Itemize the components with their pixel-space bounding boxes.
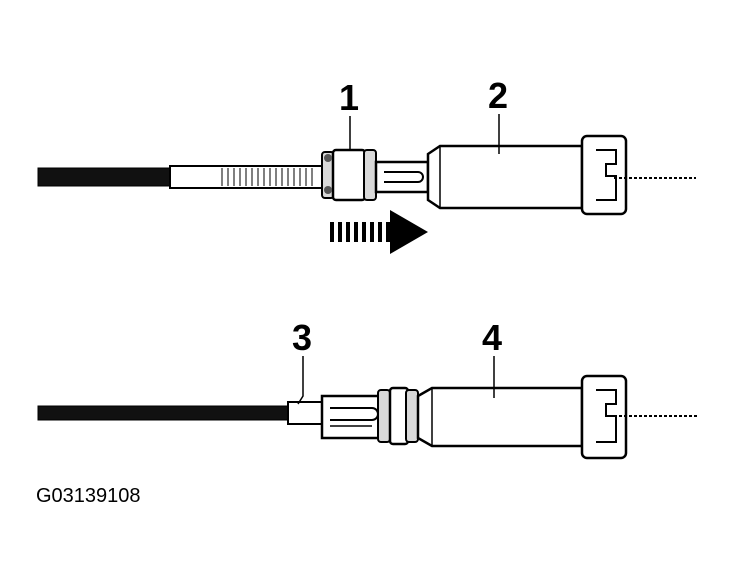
top-end-fitting (580, 134, 628, 216)
top-locking-clip (321, 148, 377, 202)
top-thread-marks (221, 168, 313, 186)
bottom-locking-rings (377, 386, 419, 446)
bottom-cable-sheath (37, 405, 291, 421)
callout-4: 4 (482, 317, 502, 358)
top-cable-assembly (37, 134, 696, 216)
bottom-cable-assembly (37, 374, 698, 460)
top-threaded-ferrule (169, 165, 327, 189)
leader-3 (297, 356, 304, 405)
bottom-slotted-sleeve (320, 394, 382, 440)
callout-1: 1 (339, 77, 359, 118)
dashed-right-arrow-icon (330, 210, 428, 254)
callout-3: 3 (292, 317, 312, 358)
bottom-ferrule (287, 401, 323, 425)
callout-2: 2 (488, 75, 508, 116)
top-adjuster-body (426, 144, 584, 210)
bottom-adjuster-body (416, 386, 584, 448)
bottom-end-fitting (580, 374, 628, 460)
top-cable-sheath (37, 167, 173, 187)
top-slotted-sleeve (374, 160, 430, 194)
figure-id: G03139108 (36, 485, 141, 507)
